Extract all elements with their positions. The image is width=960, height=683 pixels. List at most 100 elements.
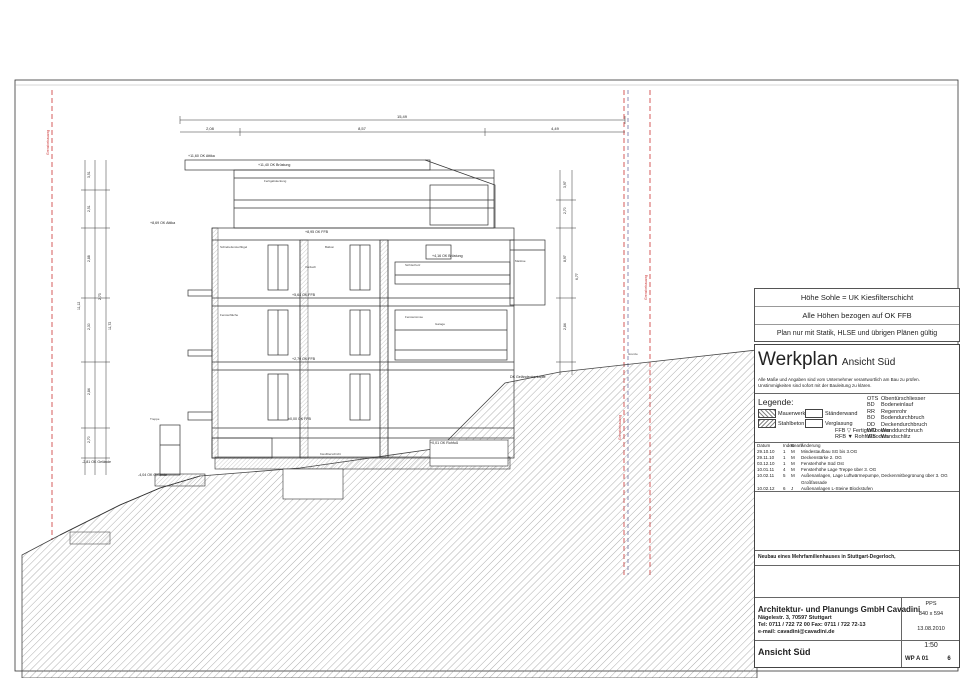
firm-name: Architektur- und Planungs GmbH Cavadini: [758, 605, 921, 614]
left-dimension-text: 2,84: [87, 388, 91, 395]
staenderwand-swatch: [805, 409, 823, 418]
svg-text:2,08: 2,08: [206, 126, 215, 131]
right-dimension-text: 2,70: [563, 207, 567, 214]
sheet-format: 840 x 594: [918, 611, 944, 617]
level-label: +11,40 OK Brüstung: [258, 163, 290, 167]
left-dimension-text: 11,72: [108, 322, 112, 330]
legend-staenderwand: Ständerwand: [805, 409, 857, 418]
level-annotations: +11,60 OK Attika +11,40 OK Brüstung +8,69 …: [82, 154, 546, 477]
left-dimension-text: 2,70: [87, 436, 91, 443]
legend-rfb: RFB ▼ Rohfußboden: [835, 434, 888, 440]
annotation-label: Fertigabdeckung: [264, 179, 287, 183]
stahlbeton-swatch: [758, 419, 776, 428]
mauerwerk-swatch: [758, 409, 776, 418]
plan-scale: 1:50: [924, 642, 938, 649]
left-dimension-text: 3,51: [87, 171, 91, 178]
building-elevation: [159, 159, 546, 476]
annotation-label: Kiesfilterschicht: [320, 452, 341, 456]
svg-text:8,57: 8,57: [358, 126, 367, 131]
left-dimension-text: 2,73: [98, 293, 102, 300]
legend-title: Legende:: [758, 397, 794, 407]
room-annotations: FertigabdeckungSchiebefensterflügelFenst…: [150, 179, 638, 456]
annotation-label: Sichtschutz: [405, 263, 421, 267]
level-label: +0,01 OK Rohfuß: [430, 441, 459, 445]
firm-address: Nägelestr. 3, 70597 Stuttgart: [758, 615, 832, 621]
right-dimension-text: 8,97: [563, 255, 567, 262]
level-label: DK Geländeoberkante: [510, 375, 546, 379]
top-dimensions: [179, 116, 626, 136]
cad-label: PPS: [925, 601, 937, 607]
notes-box: Höhe Sohle = UK Kiesfilterschicht Alle H…: [754, 288, 960, 342]
view-name: Ansicht Süd: [758, 647, 811, 657]
level-label: +11,60 OK Attika: [188, 154, 215, 158]
svg-text:Grenzbebauung: Grenzbebauung: [46, 130, 50, 155]
annotation-label: Fenstersimse: [405, 315, 423, 319]
overall-dim-label: 15,49: [397, 114, 408, 119]
annotation-label: Treppe: [150, 417, 160, 421]
level-label: +8,95 OK FFB: [305, 230, 329, 234]
plan-index: 6: [947, 656, 951, 662]
dimension-texts: 3,51 2,51 2,88 2,30 2,84 2,70 2,73 11,12 11,72 3,…: [77, 171, 579, 443]
level-label: +8,69 OK Attika: [150, 221, 175, 225]
annotation-label: Fensterfläche: [220, 313, 239, 317]
firm-email: e-mail: cavadini@cavadini.de: [758, 629, 835, 635]
note-height-reference: Alle Höhen bezogen auf OK FFB: [755, 307, 959, 325]
level-label: ±0,00 OK FFB: [288, 417, 312, 421]
view-subtitle: Ansicht Süd: [841, 357, 896, 368]
annotation-label: Vordach: [305, 265, 316, 269]
plan-date: 13.08.2010: [917, 626, 945, 632]
svg-text:4,49: 4,49: [551, 126, 560, 131]
verglasung-swatch: [805, 419, 823, 428]
note-plan-validity: Plan nur mit Statik, HLSE und übrigen Pl…: [776, 330, 938, 337]
annotation-label: Grenze: [628, 352, 638, 356]
annotation-label: Schiebefensterflügel: [220, 245, 248, 249]
level-label: +4,16 OK Brüstung: [432, 254, 463, 258]
legend-mauerwerk: Mauerwerk: [758, 409, 805, 418]
level-label: -2,81 OK Gelände: [82, 460, 111, 464]
right-dimension-text: 6,77: [575, 273, 579, 280]
firm-phone: Tel: 0711 / 722 72 00 Fax: 0711 / 722 72…: [758, 622, 866, 628]
left-dimension-text: 11,12: [77, 302, 81, 310]
svg-text:Grenzbebauung: Grenzbebauung: [644, 275, 648, 300]
level-label: +2,70 OK FFB: [292, 357, 316, 361]
terrain-hatch: [21, 349, 758, 679]
annotation-label: Balkon: [325, 245, 335, 249]
plan-number: WP A 01: [905, 656, 929, 662]
left-dimensions: [81, 160, 110, 475]
left-dimension-text: 2,88: [87, 255, 91, 262]
right-dimension-text: 3,97: [563, 181, 567, 188]
annotation-label: Markise: [515, 259, 526, 263]
intro-text: Alle Maße und Angaben sind vom Unternehm…: [758, 377, 920, 388]
revision-row: Großfassade: [801, 479, 828, 485]
project-title: Neubau eines Mehrfamilienhauses in Stutt…: [758, 554, 896, 560]
level-label: +5,64 OK FFB: [292, 293, 316, 297]
legend-verglasung: Verglasung: [805, 419, 853, 428]
right-dimensions: [556, 170, 576, 375]
legend-stahlbeton: Stahlbeton: [758, 419, 804, 428]
level-label: -4,04 OK Gelände: [138, 473, 167, 477]
left-dimension-text: 2,30: [87, 323, 91, 330]
annotation-label: Garage: [435, 322, 445, 326]
right-dimension-text: 2,84: [563, 323, 567, 330]
left-dimension-text: 2,51: [87, 205, 91, 212]
